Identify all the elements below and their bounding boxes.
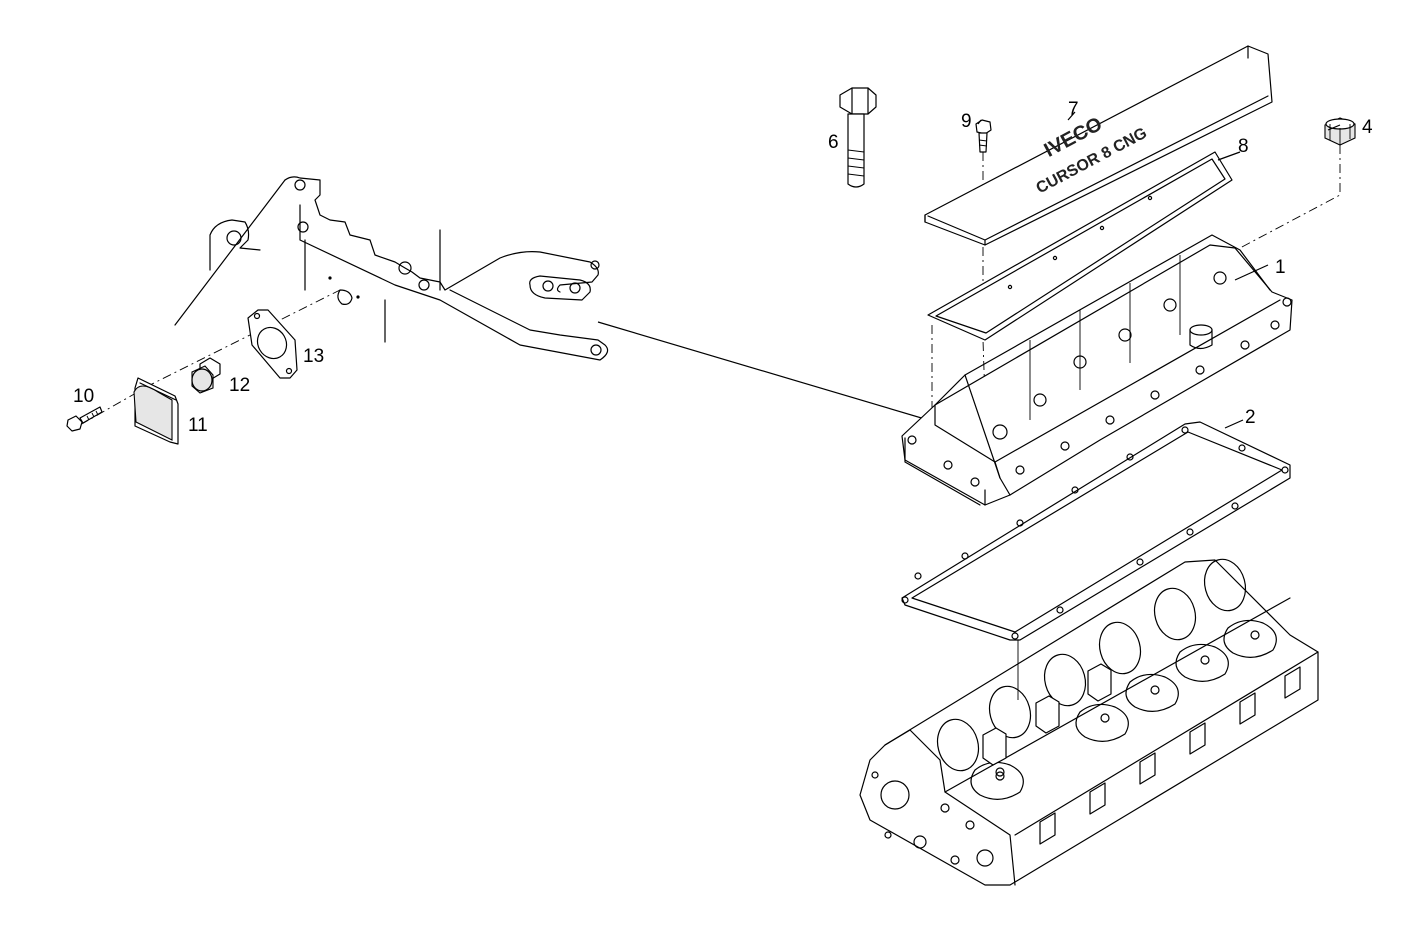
part-2-cover-seal	[901, 421, 1291, 641]
callout-11: 11	[188, 415, 208, 436]
part-7-top-cover: IVECO CURSOR 8 CNG	[924, 45, 1273, 246]
part-1-valve-cover	[901, 234, 1293, 506]
engine-frame-bracket	[174, 176, 609, 361]
part-13-flange-gasket	[247, 309, 298, 379]
callout-1: 1	[1275, 257, 1286, 278]
part-4-cap	[1324, 117, 1356, 146]
part-8-cover-gasket	[927, 151, 1233, 341]
callout-8: 8	[1238, 136, 1249, 157]
part-10-screw	[66, 406, 103, 432]
assembly-axis-left	[79, 289, 341, 426]
part-6-bolt	[839, 87, 877, 188]
callout-12: 12	[229, 375, 250, 396]
callout-9: 9	[961, 111, 972, 132]
assembly-axis-cap	[1239, 145, 1341, 249]
callout-labels: 1 2 4 6 7 8 9 10 11 12 13	[73, 99, 1373, 436]
leader-frame-to-cover	[597, 321, 936, 423]
part-9-screw	[975, 119, 992, 153]
cylinder-head	[859, 558, 1319, 886]
callout-10: 10	[73, 386, 94, 407]
callout-2: 2	[1245, 407, 1256, 428]
callout-7: 7	[1068, 99, 1079, 120]
callout-13: 13	[303, 346, 324, 367]
callout-6: 6	[828, 132, 839, 153]
callout-4: 4	[1362, 117, 1373, 138]
part-11-cover-cap	[133, 377, 179, 445]
callout-leaders	[977, 111, 1341, 429]
part-12-plug	[191, 357, 221, 394]
